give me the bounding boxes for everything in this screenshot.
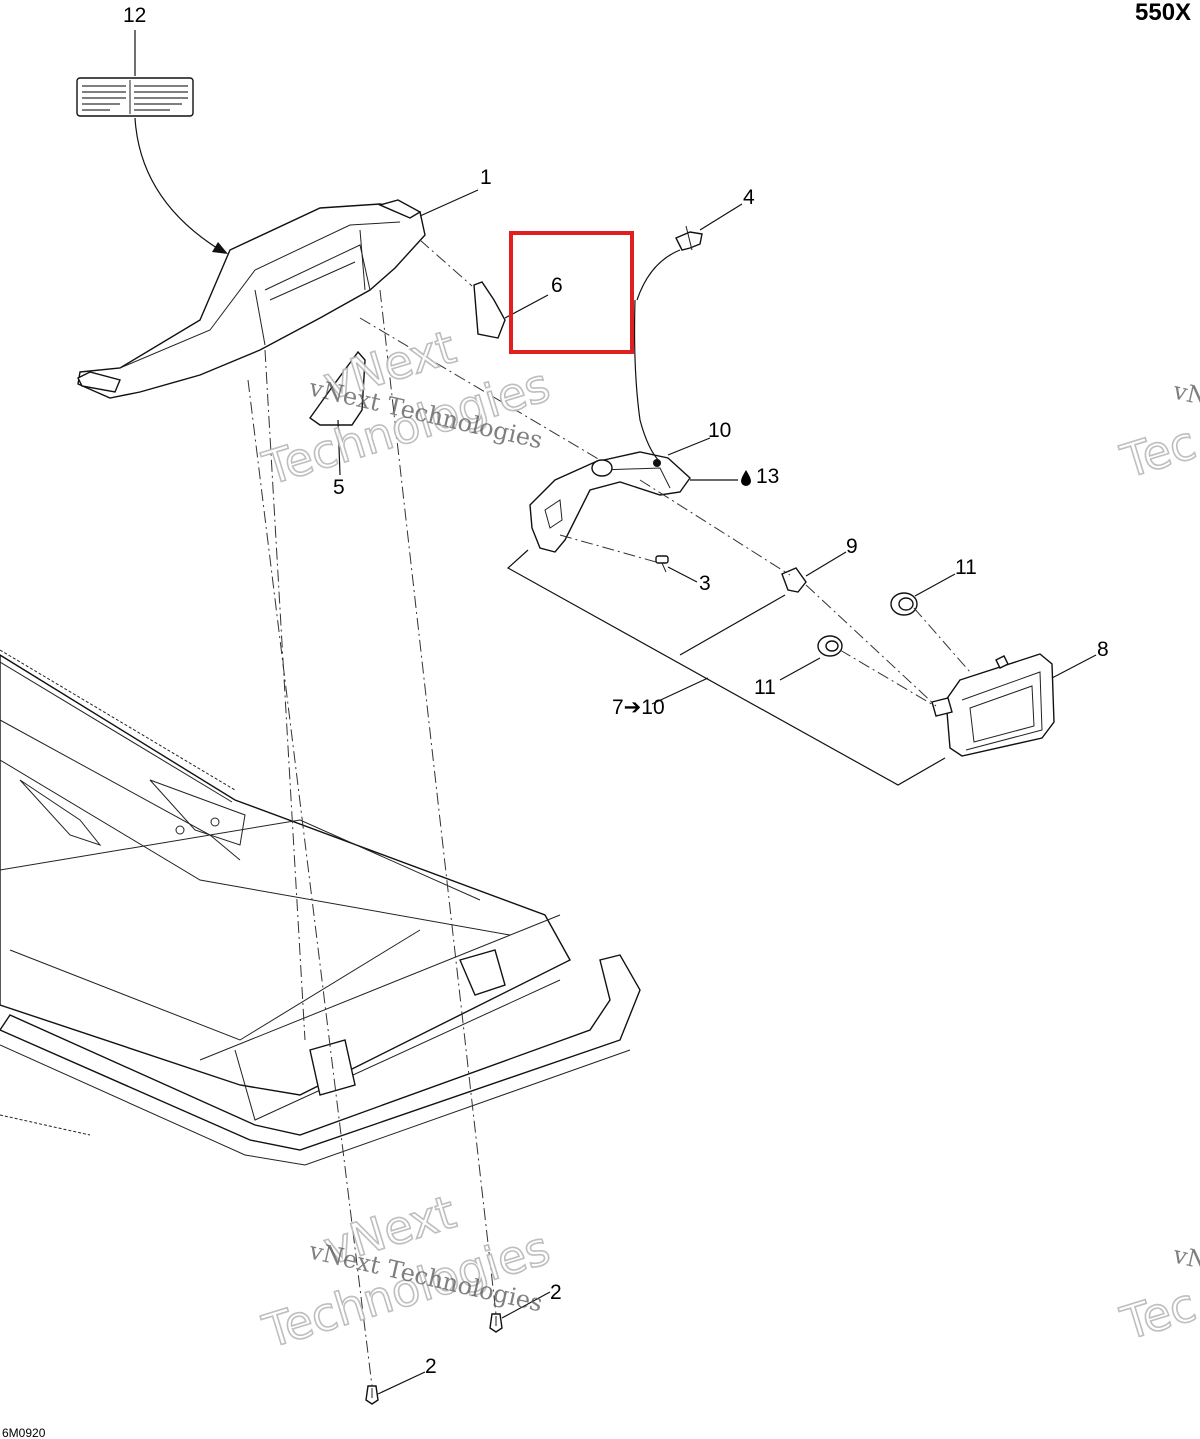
decal-label [76, 77, 194, 117]
callout-1: 1 [480, 166, 492, 189]
grommet-11-upper [890, 592, 918, 616]
callouts: 12 1 4 6 5 10 13 3 9 11 11 8 7➔10 2 2 [123, 4, 1109, 1378]
rear-grab-handle [77, 199, 426, 399]
model-code: 550X [1135, 0, 1191, 26]
deflector-6 [473, 281, 506, 339]
connector-4 [636, 225, 703, 301]
callout-10: 10 [708, 419, 731, 442]
taillight-bracket [529, 299, 691, 553]
assembly-lines [247, 239, 971, 1387]
svg-text:vN: vN [1170, 1240, 1200, 1275]
screw-2-lower [365, 1385, 379, 1405]
callout-13-group: 13 [741, 465, 779, 488]
figure-code: 6M0920 [2, 1426, 46, 1439]
callout-12: 12 [123, 4, 146, 27]
callout-5: 5 [333, 476, 345, 499]
callout-2-upper: 2 [550, 1281, 562, 1304]
svg-text:Tec: Tec [1114, 1277, 1200, 1351]
bulb-9 [781, 567, 807, 593]
drop-icon [741, 470, 751, 486]
callout-7-to-10: 7➔10 [612, 696, 665, 719]
callout-4: 4 [743, 186, 755, 209]
callout-11-lower: 11 [754, 676, 776, 699]
highlight-box [509, 231, 634, 354]
callout-13: 13 [756, 465, 779, 488]
screw-2-upper [489, 1313, 503, 1333]
callout-11-upper: 11 [955, 556, 977, 579]
callout-8: 8 [1097, 638, 1109, 661]
watermark: vNext Technologies vNext Technologies vN… [256, 319, 1200, 1360]
deflector-5 [309, 350, 366, 426]
taillight-housing [931, 653, 1055, 757]
tunnel-frame [0, 649, 641, 1166]
callout-9: 9 [846, 535, 858, 558]
group-bracket [506, 549, 946, 786]
leader-lines [134, 30, 1097, 1395]
callout-3: 3 [699, 572, 711, 595]
grommet-11-lower [817, 635, 843, 657]
callout-2-lower: 2 [425, 1355, 437, 1378]
callout-6: 6 [551, 274, 563, 297]
svg-text:vN: vN [1170, 376, 1200, 411]
screw-3 [655, 555, 669, 573]
svg-text:Tec: Tec [1114, 415, 1200, 489]
